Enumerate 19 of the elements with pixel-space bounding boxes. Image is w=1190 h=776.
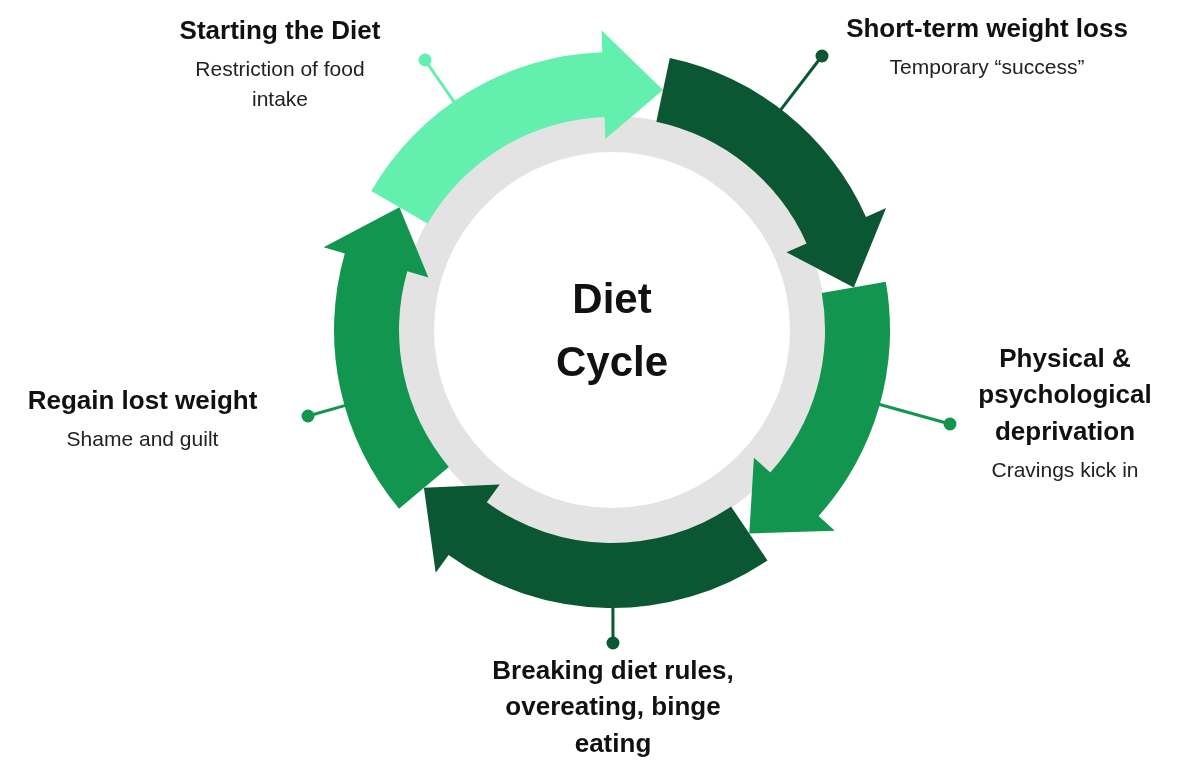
leader-line [301, 403, 347, 423]
stage-title: Starting the Diet [178, 14, 382, 47]
stage-description: Shame and guilt [65, 426, 220, 453]
stage-title: Short-term weight loss [845, 12, 1129, 45]
ring-segment [423, 484, 768, 608]
stage-title: Regain lost weight [26, 384, 259, 417]
center-title: Diet Cycle [554, 274, 670, 387]
stage-title: Physical & psychological deprivation [977, 342, 1153, 448]
leader-line [877, 402, 957, 431]
leader-line [606, 606, 620, 650]
stage-description: Restriction of food intake [194, 56, 366, 112]
leader-line [778, 49, 829, 112]
stage-title: Breaking diet rules, overeating, binge eating [491, 654, 735, 760]
leader-line [418, 53, 457, 104]
ring-segment [656, 58, 887, 288]
stage-description: Cravings kick in [990, 457, 1140, 484]
ring-segment [323, 207, 449, 509]
ring-segment [749, 281, 890, 534]
stage-description: Temporary “success” [888, 54, 1086, 81]
